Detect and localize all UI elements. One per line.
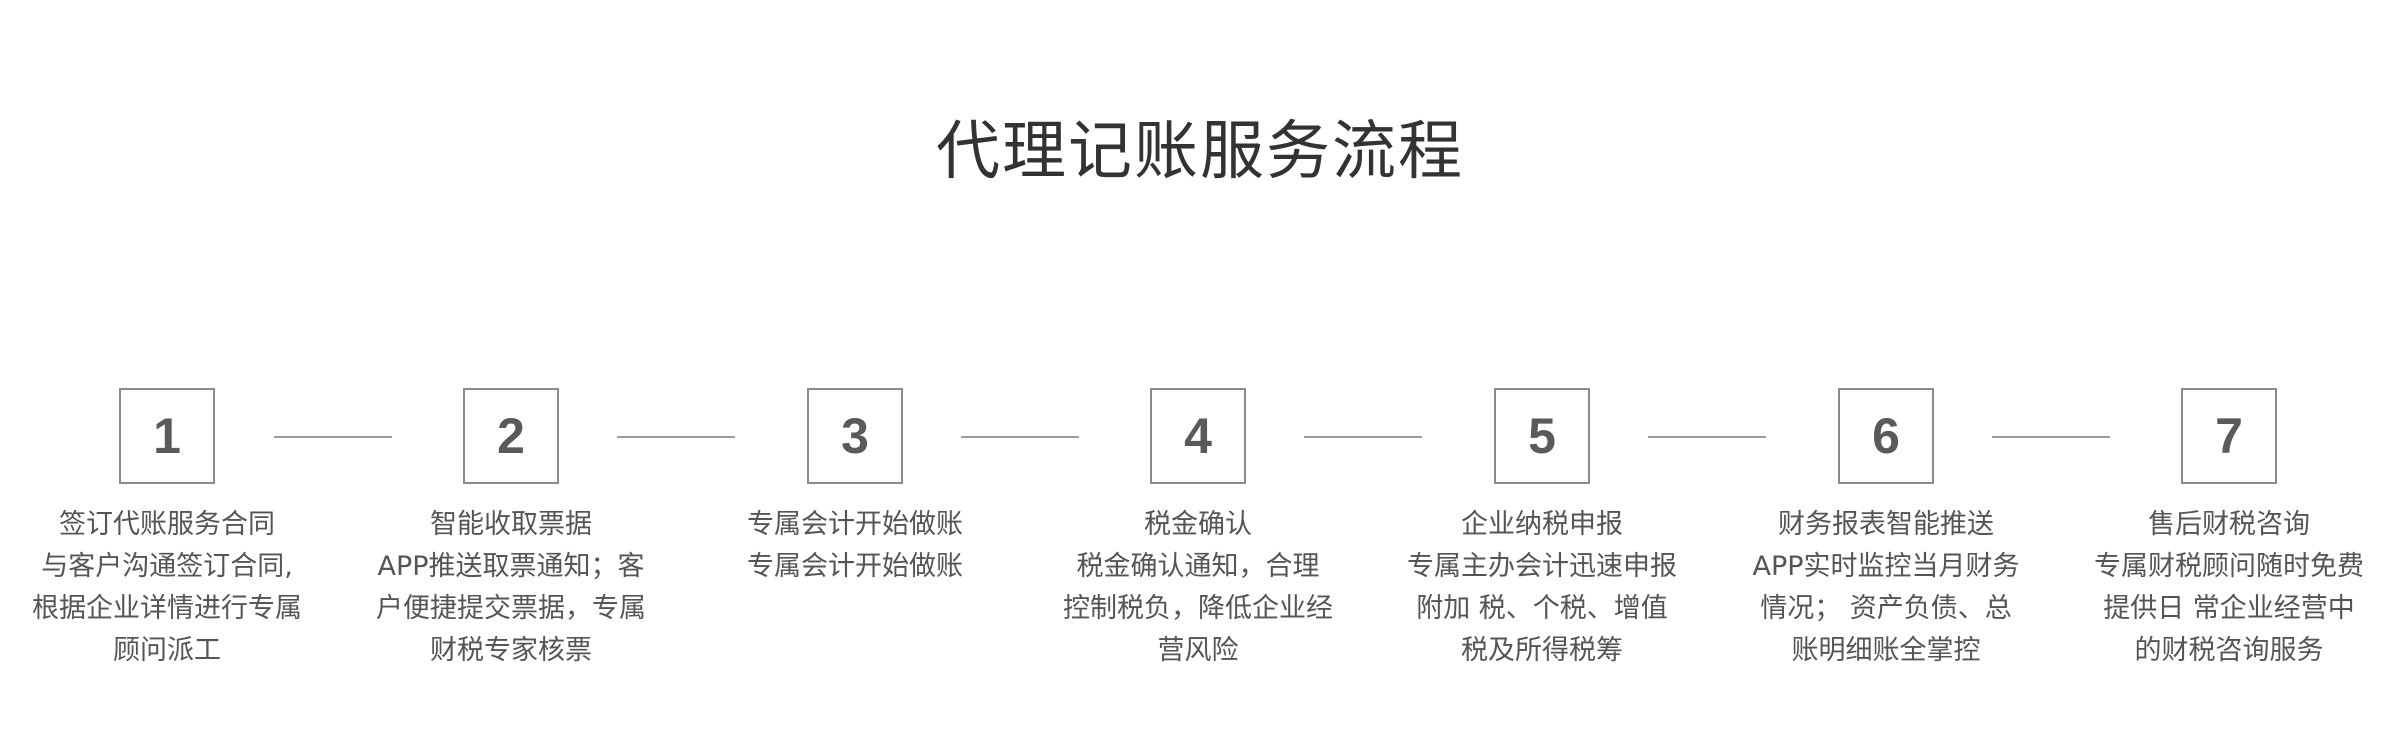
- step-description: 智能收取票据 APP推送取票通知；客 户便捷提交票据，专属 财税专家核票: [361, 504, 661, 672]
- step-heading: 售后财税咨询: [2148, 509, 2310, 540]
- step-text-line: 财税专家核票: [430, 635, 592, 666]
- step-text-line: APP推送取票通知；客: [377, 551, 645, 582]
- step-5: 5 企业纳税申报 专属主办会计迅速申报 附加 税、个税、增值 税及所得税筹: [1392, 388, 1692, 672]
- step-7: 7 售后财税咨询 专属财税顾问随时免费 提供日 常企业经营中 的财税咨询服务: [2079, 388, 2379, 672]
- step-number-box: 4: [1150, 388, 1246, 484]
- step-number-box: 1: [119, 388, 215, 484]
- step-6: 6 财务报表智能推送 APP实时监控当月财务 情况； 资产负债、总 账明细账全掌…: [1736, 388, 2036, 672]
- step-2: 2 智能收取票据 APP推送取票通知；客 户便捷提交票据，专属 财税专家核票: [361, 388, 661, 672]
- step-text-line: 税及所得税筹: [1461, 635, 1623, 666]
- step-description: 售后财税咨询 专属财税顾问随时免费 提供日 常企业经营中 的财税咨询服务: [2079, 504, 2379, 672]
- step-3: 3 专属会计开始做账 专属会计开始做账: [705, 388, 1005, 588]
- step-text-line: 专属主办会计迅速申报: [1407, 551, 1677, 582]
- page-title: 代理记账服务流程: [936, 115, 1464, 189]
- step-number-box: 2: [463, 388, 559, 484]
- step-heading: 企业纳税申报: [1461, 509, 1623, 540]
- step-description: 签订代账服务合同 与客户沟通签订合同, 根据企业详情进行专属 顾问派工: [17, 504, 317, 672]
- step-description: 财务报表智能推送 APP实时监控当月财务 情况； 资产负债、总 账明细账全掌控: [1736, 504, 2036, 672]
- step-text-line: 提供日 常企业经营中: [2103, 593, 2355, 624]
- step-1: 1 签订代账服务合同 与客户沟通签订合同, 根据企业详情进行专属 顾问派工: [17, 388, 317, 672]
- step-text-line: 情况； 资产负债、总: [1760, 593, 2012, 624]
- step-heading: 税金确认: [1144, 509, 1252, 540]
- step-description: 专属会计开始做账 专属会计开始做账: [705, 504, 1005, 588]
- process-steps: 1 签订代账服务合同 与客户沟通签订合同, 根据企业详情进行专属 顾问派工 2 …: [0, 388, 2400, 708]
- step-text-line: 控制税负，降低企业经: [1063, 593, 1333, 624]
- step-description: 税金确认 税金确认通知，合理 控制税负，降低企业经 营风险: [1048, 504, 1348, 672]
- step-text-line: 顾问派工: [113, 635, 221, 666]
- step-text-line: 与客户沟通签订合同,: [41, 551, 293, 582]
- connector-line: [1648, 436, 1766, 438]
- step-heading: 专属会计开始做账: [747, 509, 963, 540]
- step-text-line: 根据企业详情进行专属: [32, 593, 302, 624]
- step-number-box: 7: [2181, 388, 2277, 484]
- step-text-line: 户便捷提交票据，专属: [376, 593, 646, 624]
- step-text-line: 附加 税、个税、增值: [1416, 593, 1668, 624]
- step-heading: 财务报表智能推送: [1778, 509, 1994, 540]
- step-4: 4 税金确认 税金确认通知，合理 控制税负，降低企业经 营风险: [1048, 388, 1348, 672]
- step-text-line: APP实时监控当月财务: [1752, 551, 2020, 582]
- step-text-line: 税金确认通知，合理: [1076, 551, 1320, 582]
- connector-line: [1304, 436, 1422, 438]
- step-text-line: 的财税咨询服务: [2134, 635, 2324, 666]
- step-description: 企业纳税申报 专属主办会计迅速申报 附加 税、个税、增值 税及所得税筹: [1392, 504, 1692, 672]
- connector-line: [1992, 436, 2110, 438]
- step-heading: 签订代账服务合同: [59, 509, 275, 540]
- connector-line: [274, 436, 392, 438]
- connector-line: [961, 436, 1079, 438]
- step-text-line: 专属会计开始做账: [747, 551, 963, 582]
- step-heading: 智能收取票据: [430, 509, 592, 540]
- step-text-line: 营风险: [1157, 635, 1239, 666]
- connector-line: [617, 436, 735, 438]
- step-text-line: 专属财税顾问随时免费: [2094, 551, 2364, 582]
- step-number-box: 6: [1838, 388, 1934, 484]
- step-number-box: 5: [1494, 388, 1590, 484]
- step-number-box: 3: [807, 388, 903, 484]
- step-text-line: 账明细账全掌控: [1791, 635, 1981, 666]
